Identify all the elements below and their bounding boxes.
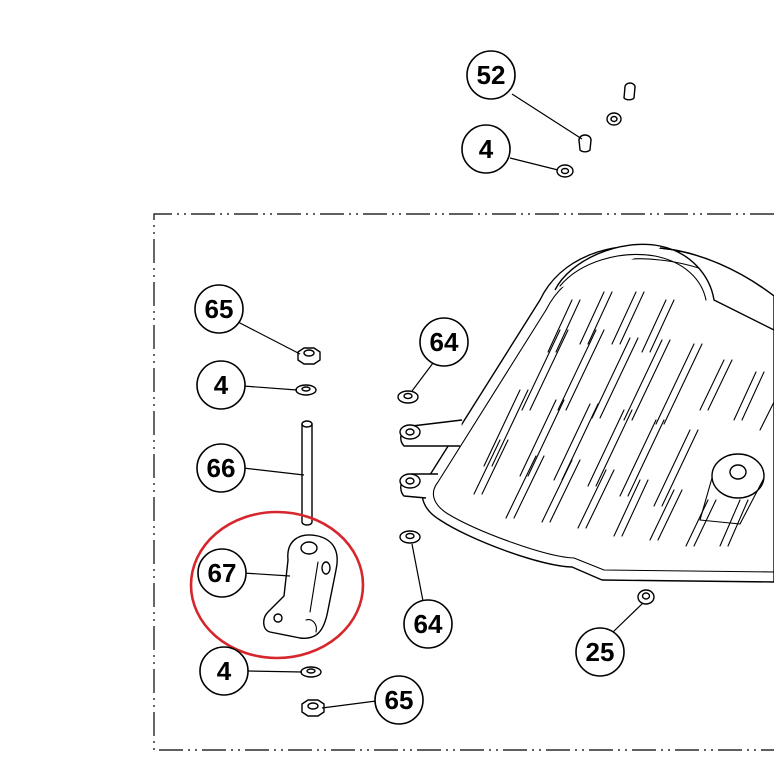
washer-64-top-part [397, 390, 419, 404]
svg-text:66: 66 [207, 453, 236, 483]
bracket-67-part [263, 534, 338, 639]
svg-text:65: 65 [385, 685, 414, 715]
callout-65-top[interactable]: 65 [194, 284, 244, 334]
pedal-platform [399, 243, 774, 583]
callout-64-bottom[interactable]: 64 [403, 599, 453, 649]
svg-text:67: 67 [208, 558, 237, 588]
svg-text:64: 64 [430, 327, 459, 357]
callout-52[interactable]: 52 [466, 50, 516, 100]
svg-text:4: 4 [479, 134, 494, 164]
callout-4-top[interactable]: 4 [461, 124, 511, 174]
svg-text:25: 25 [586, 637, 615, 667]
callout-4-mid[interactable]: 4 [196, 360, 246, 410]
svg-text:52: 52 [477, 60, 506, 90]
nut-65-bottom-part [301, 699, 325, 717]
callout-4-bottom[interactable]: 4 [199, 646, 249, 696]
svg-text:64: 64 [414, 609, 443, 639]
washer-4-top-part [556, 112, 622, 178]
callout-67[interactable]: 67 [197, 548, 247, 598]
washer-4-mid-part [295, 384, 317, 396]
nut-65-top-part [297, 347, 321, 365]
callout-65-bottom[interactable]: 65 [374, 675, 424, 725]
washer-25-part [637, 589, 655, 605]
pin-66-part [301, 420, 313, 526]
callout-64-top[interactable]: 64 [419, 317, 469, 367]
svg-text:4: 4 [214, 370, 229, 400]
svg-text:4: 4 [217, 656, 232, 686]
subassembly-boundary [153, 213, 774, 751]
highlight-circle-67 [189, 510, 365, 660]
svg-text:65: 65 [205, 294, 234, 324]
callout-25[interactable]: 25 [575, 627, 625, 677]
screw-52-part [578, 82, 636, 153]
callout-66[interactable]: 66 [196, 443, 246, 493]
washer-64-bottom-part [399, 530, 421, 544]
washer-4-bottom-part [300, 666, 322, 678]
